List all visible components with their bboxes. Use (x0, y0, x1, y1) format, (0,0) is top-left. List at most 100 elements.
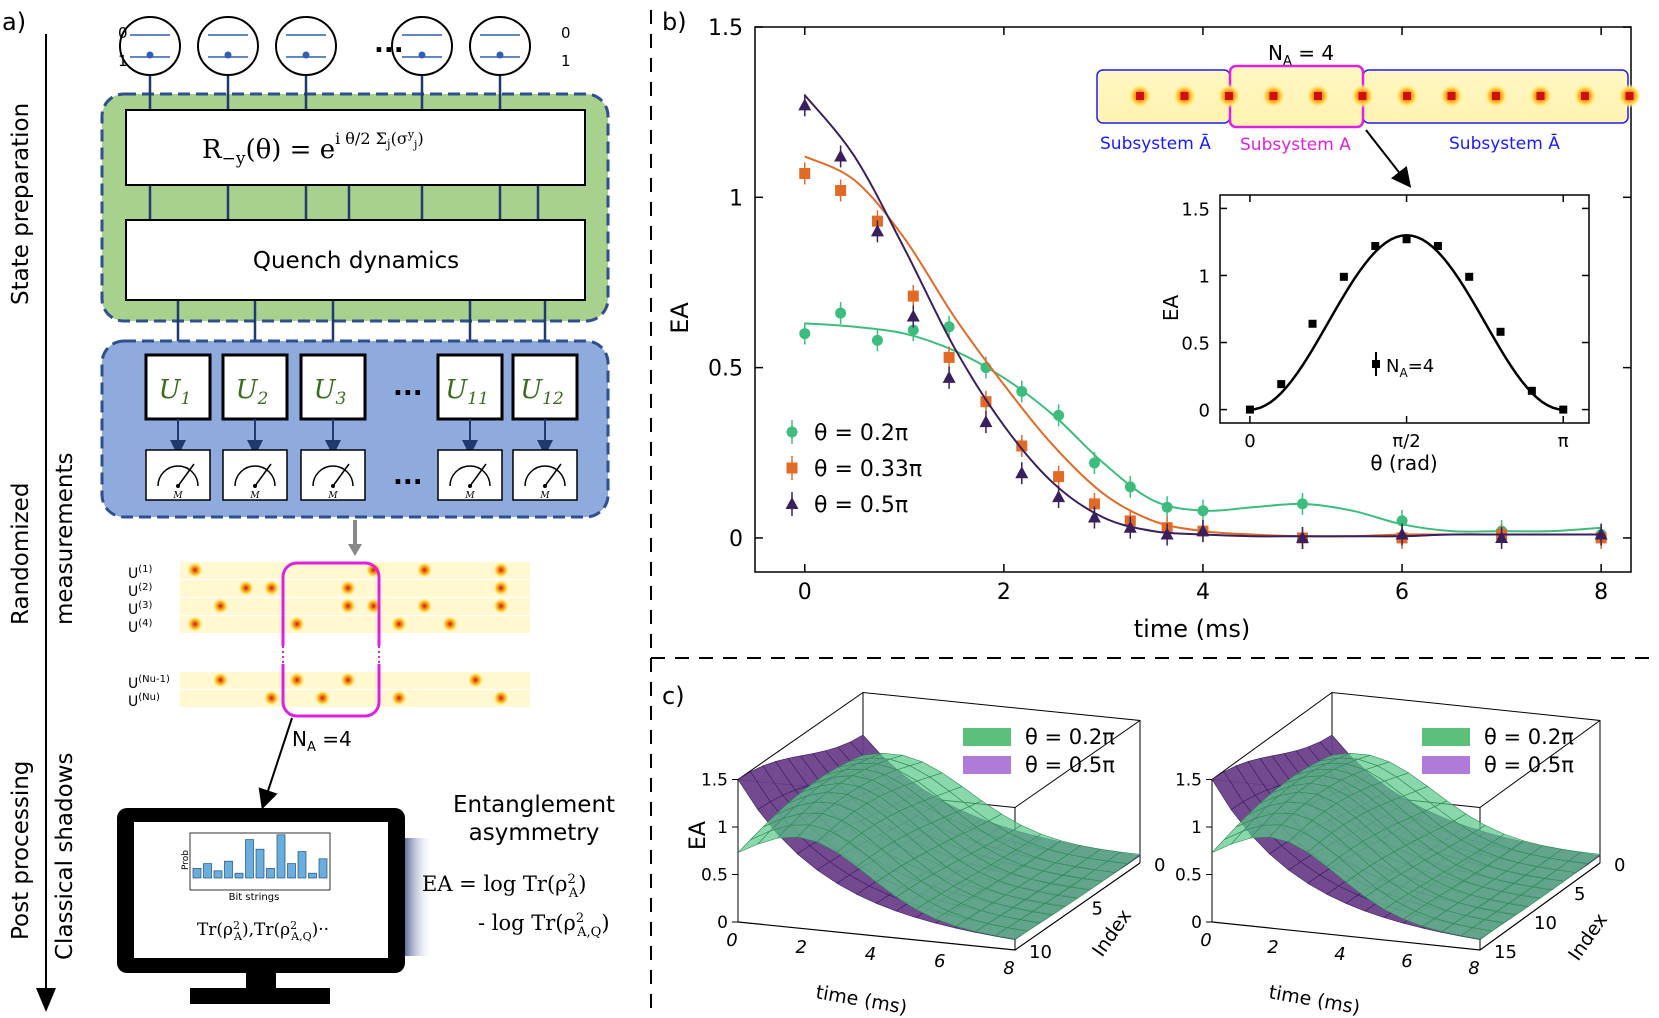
strip-left-box (1096, 69, 1231, 124)
inset-ylabel: EA (1159, 295, 1183, 322)
chart-b-xtick-label: 6 (1395, 580, 1409, 605)
surface-xtick-label: 4 (865, 944, 876, 965)
chart-b-point (1124, 481, 1136, 493)
rotation-box (125, 109, 586, 186)
meter-pivot (176, 484, 180, 488)
inset-point (1339, 272, 1348, 281)
subsystem-highlight (281, 561, 381, 718)
surface-index-label: 15 (1494, 942, 1517, 963)
chart-b-point (1196, 524, 1210, 537)
histogram-bar (203, 863, 212, 879)
histogram-bar (318, 858, 328, 879)
chart-b-point (1594, 527, 1608, 540)
meter-box (145, 449, 211, 501)
chart-b-point (943, 321, 955, 333)
strip-atom-core (1358, 92, 1367, 100)
chart-b-point (834, 149, 848, 162)
meter-needle-icon (177, 463, 195, 487)
snapshot-strip (180, 690, 530, 707)
surface-xtick-label: 6 (1401, 951, 1412, 972)
chart-b-ytick-label: 1.5 (708, 16, 743, 41)
strip-atom-core (1625, 92, 1634, 100)
surface-ylabel: EA (686, 821, 711, 850)
chart-b-point (979, 415, 993, 428)
meter-label: M (327, 491, 338, 501)
chart-b-point (942, 370, 956, 383)
meter-dial-icon (234, 465, 276, 487)
chart-b-point (1395, 527, 1409, 540)
surface-box-edge (1014, 720, 1141, 808)
snapshot-spot (416, 562, 433, 578)
chart-b-point (1087, 510, 1101, 523)
histogram-bar (192, 868, 202, 879)
surface-index-label: 10 (1534, 913, 1557, 934)
surface-front-edge (1211, 862, 1601, 951)
meter-label: M (464, 491, 475, 501)
chart-b-point (835, 185, 847, 196)
surface-xtick-label: 0 (726, 930, 737, 951)
meter-box (300, 449, 366, 501)
unitary-ellipsis: ... (393, 372, 423, 402)
chart-b-point (907, 324, 919, 336)
snapshot-spot (238, 580, 254, 596)
strip-center-box (1228, 64, 1365, 129)
surface-xtick-label: 0 (1200, 930, 1211, 951)
qubit-state-dot (302, 51, 310, 59)
surface-index-label: 0 (1154, 855, 1165, 876)
surface-index-label: 5 (1092, 899, 1103, 920)
meter-box (437, 449, 503, 501)
histogram-bar (255, 848, 265, 879)
surface-box-edge (1211, 692, 1333, 780)
meter-label: M (539, 491, 550, 501)
na-label: NA =4 (292, 727, 352, 755)
chart-b-point (1088, 457, 1100, 469)
surface-ztick-label: 1.5 (701, 771, 728, 791)
ea-title-line1: Entanglement (453, 792, 615, 818)
chart-b-frame (754, 26, 1632, 573)
snapshot-spot (493, 562, 509, 578)
surface-index-axis-label: Index (1564, 909, 1612, 964)
qubit-level-0-right: 0 (561, 24, 571, 42)
surface-legend-swatch-purple (1422, 756, 1470, 774)
unitary-box (511, 353, 579, 421)
surface-index-label: 0 (1614, 855, 1625, 876)
chart-b-point (1197, 505, 1209, 517)
chart-b-point (980, 396, 992, 408)
snapshot-spot (340, 672, 356, 688)
snapshot-label-1: U(1) (128, 564, 153, 582)
chart-b-point (1297, 498, 1308, 510)
surface-ztick-label: 0 (1191, 913, 1202, 933)
qubit-level-1-right: 1 (561, 52, 571, 70)
qubit-circle (391, 16, 453, 76)
snapshot-spot (442, 616, 458, 632)
chart-b-ytick-label: 1 (729, 186, 743, 211)
inset-ytick-label: 0 (1199, 401, 1210, 422)
stage-label-measurements: measurements (52, 453, 78, 625)
inset-point (1527, 386, 1536, 395)
monitor-xlabel: Bit strings (229, 892, 280, 903)
qubit-state-dot (496, 51, 504, 59)
monitor-stand (246, 973, 276, 991)
unitary-subscript: 11 (467, 389, 489, 409)
meter-label: M (172, 491, 183, 501)
meter-ellipsis: ... (393, 461, 423, 491)
meter-dial-icon (312, 465, 354, 487)
qubit-circle (469, 16, 531, 76)
chart-b-legend-marker (786, 462, 798, 474)
chart-b-legend-label: θ = 0.33π (814, 457, 922, 482)
process-arrow-head (36, 988, 56, 1012)
chart-b-fit-line (803, 94, 1602, 538)
chart-b-point (1088, 498, 1100, 510)
strip-atom-core (1492, 92, 1500, 100)
chart-b-point (1396, 515, 1408, 527)
inset-point (1433, 241, 1442, 250)
surface-legend-label: θ = 0.5π (1484, 753, 1574, 777)
chart-b-point (1123, 520, 1137, 533)
chart-b-point (1161, 501, 1173, 513)
snapshot-label-nu: U(Nu) (128, 692, 160, 710)
qubit-state-dot (418, 51, 426, 59)
